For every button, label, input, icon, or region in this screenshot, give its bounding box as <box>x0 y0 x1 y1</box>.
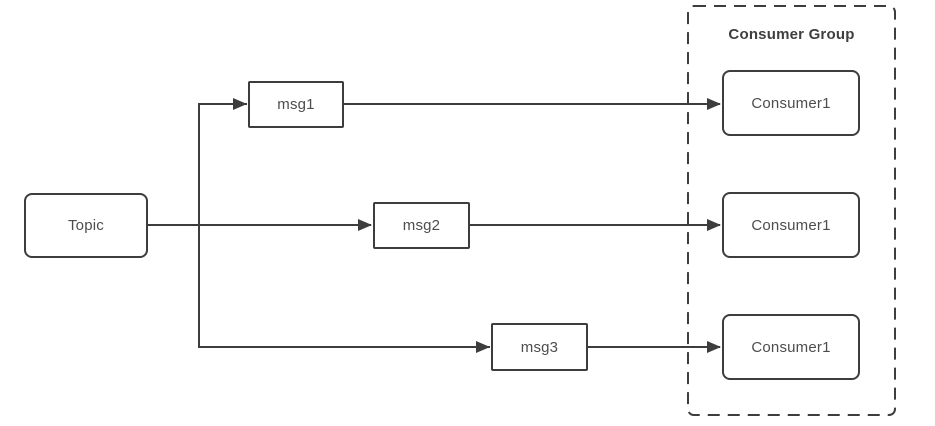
consumer-node-3: Consumer1 <box>722 314 860 380</box>
message-node-label: msg2 <box>402 217 441 234</box>
message-node-msg3: msg3 <box>491 323 588 371</box>
message-node-label: msg3 <box>520 338 559 356</box>
topic-node-label: Topic <box>67 217 105 234</box>
message-node-label: msg1 <box>277 96 315 113</box>
consumer-node-2: Consumer1 <box>722 192 860 258</box>
consumer-node-label: Consumer1 <box>751 338 831 356</box>
consumer-node-1: Consumer1 <box>722 70 860 136</box>
consumer-node-label: Consumer1 <box>751 216 831 234</box>
consumer-group-title: Consumer Group <box>728 26 855 43</box>
message-node-msg1: msg1 <box>248 81 344 128</box>
message-node-msg2: msg2 <box>373 202 470 249</box>
topic-node: Topic <box>24 193 148 258</box>
consumer-node-label: Consumer1 <box>751 94 831 112</box>
